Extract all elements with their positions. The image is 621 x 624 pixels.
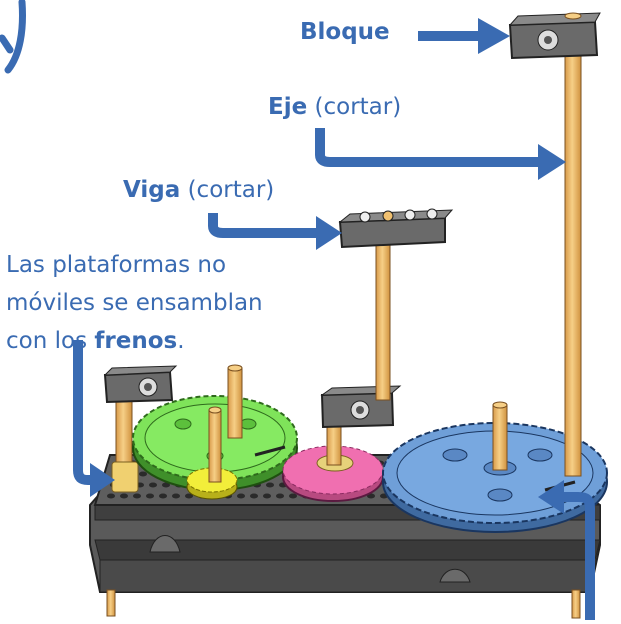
top-block [508,12,601,60]
peg-hole [139,471,147,477]
note-line-3-prefix: con los [6,328,95,354]
peg-hole [250,493,258,499]
note-line-2: móviles se ensamblan [6,290,263,316]
peg-hole [266,482,274,488]
label-bloque-bold: Bloque [300,19,390,45]
arrow-blue-gear [562,492,595,620]
peg-hole [146,493,154,499]
label-eje-bold: Eje [268,94,308,120]
platform-note: Las plataformas no móviles se ensamblan … [6,246,263,360]
peg-hole [263,493,271,499]
label-viga-bold: Viga [123,177,181,203]
label-eje: Eje (cortar) [268,94,401,120]
left-block [103,365,178,404]
green-axle-2 [208,409,222,483]
arrow-bloque [418,18,510,54]
green-axle-1 [227,367,243,439]
peg-hole [162,482,170,488]
arrow-frenos-head [90,463,115,497]
peg-hole [172,493,180,499]
note-line-3: con los frenos. [6,322,263,360]
note-line-3-suffix: . [177,328,185,354]
corner-mark [0,0,26,74]
leg-right [571,589,581,619]
arrow-blue-gear-head [538,480,564,514]
pink-gear [282,445,384,502]
note-line-1: Las plataformas no [6,252,227,278]
peg-hole [289,493,297,499]
arrow-viga-head [316,216,342,250]
peg-hole [276,493,284,499]
peg-hole [237,493,245,499]
arrow-eje-head [538,144,566,180]
blue-gear [382,422,608,533]
brake-axle [115,399,133,471]
note-line-3-bold: frenos [94,328,178,354]
leg-left [106,589,116,617]
peg-hole [120,493,128,499]
label-viga-rest: (cortar) [180,177,275,203]
tall-axle [564,39,582,477]
viga-beam [338,208,454,249]
label-bloque: Bloque [300,19,390,45]
label-viga: Viga (cortar) [123,177,274,203]
peg-hole [159,493,167,499]
arrow-eje [315,128,540,167]
peg-hole [107,493,115,499]
peg-hole [149,482,157,488]
label-eje-rest: (cortar) [307,94,402,120]
peg-hole [185,493,193,499]
blue-axle [492,404,508,471]
brake-collar [111,461,139,493]
peg-hole [133,493,141,499]
viga-axle [375,239,391,401]
arrow-viga [208,213,318,238]
arrow-frenos [73,340,93,485]
